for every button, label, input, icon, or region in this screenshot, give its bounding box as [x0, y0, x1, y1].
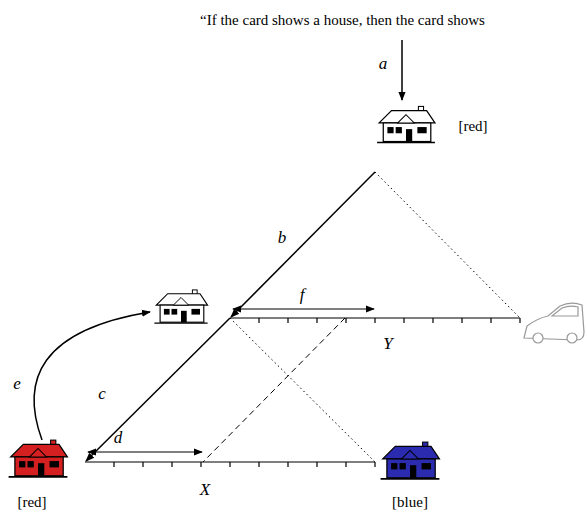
- scale-top: [230, 318, 520, 323]
- color-label: [blue]: [392, 494, 428, 511]
- arrow-label: b: [278, 229, 287, 248]
- dashed-link: [203, 318, 345, 462]
- arrow-a: [401, 40, 403, 100]
- arrow-label: e: [13, 375, 21, 394]
- blue-house-icon: [381, 442, 440, 479]
- arrow-label: a: [379, 55, 388, 74]
- arrow-label: c: [98, 385, 106, 404]
- house-icon: [377, 106, 435, 142]
- arrow-label: d: [114, 429, 123, 448]
- arrow-label: f: [300, 286, 305, 305]
- dotted-branch: [230, 318, 375, 462]
- scale-bottom: [85, 462, 375, 467]
- branch-b: [231, 172, 375, 317]
- dotted-branch: [375, 172, 520, 318]
- branch-c: [86, 318, 230, 461]
- car-icon: [524, 303, 584, 343]
- axis-label: Y: [383, 335, 392, 354]
- red-house-icon: [9, 440, 68, 477]
- color-label: [red]: [458, 118, 487, 135]
- house-icon: [154, 290, 207, 323]
- arrow-d: [88, 451, 202, 452]
- arrow-e: [34, 312, 150, 440]
- sentence-label: “If the card shows a house, then the car…: [200, 12, 485, 29]
- arrow-f: [233, 308, 374, 309]
- axis-label: X: [200, 481, 210, 500]
- color-label: [red]: [17, 494, 46, 511]
